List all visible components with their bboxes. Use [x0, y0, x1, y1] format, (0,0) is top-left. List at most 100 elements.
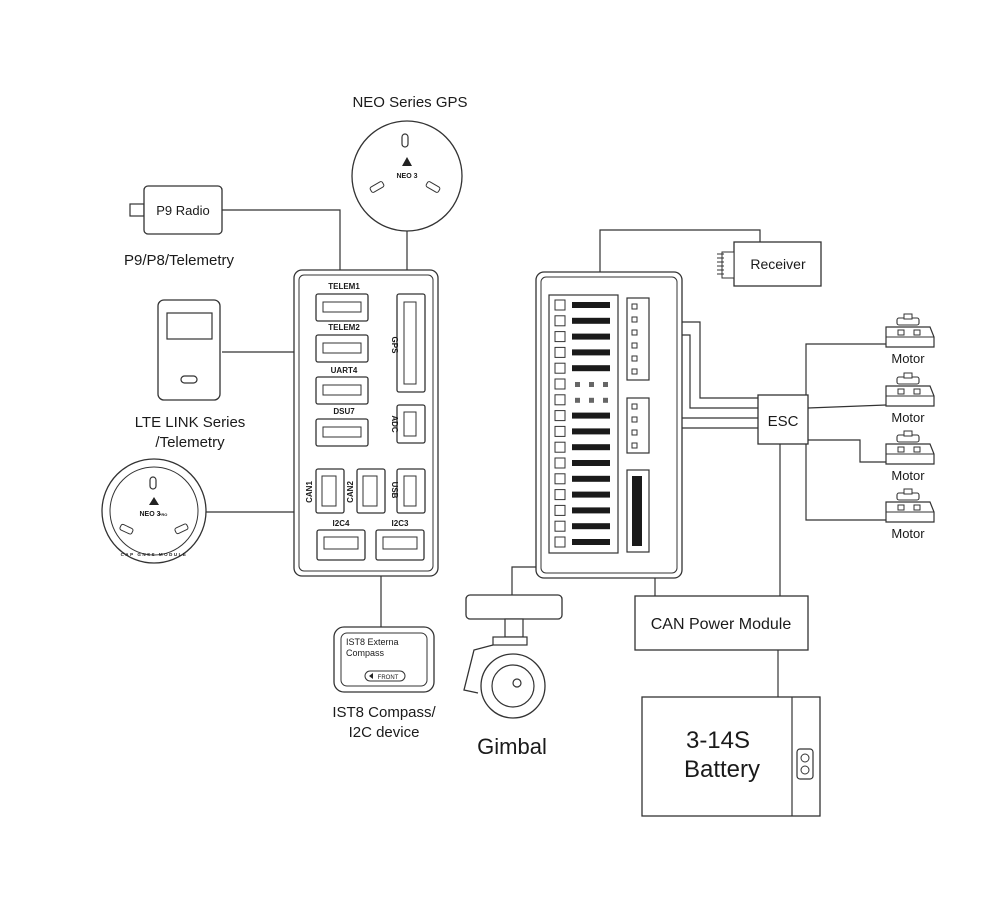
ist8-outer	[333, 626, 435, 693]
gps-button-right-icon	[425, 181, 441, 193]
neo-gps-badge: NEO 3	[396, 173, 417, 180]
pdb-row-bar	[572, 412, 610, 419]
ist8-compass: IST8 Externa Compass FRONT IST8 Compass/…	[332, 626, 437, 741]
neo-gps-label: NEO Series GPS	[352, 94, 467, 111]
ist8-front-tag	[364, 670, 406, 682]
pdb-row-pad	[554, 425, 566, 437]
pdb-connector-pin	[631, 429, 638, 436]
wire-motor-4	[805, 440, 886, 521]
pdb-row-bar	[572, 523, 610, 530]
neo-series-gps: NEO Series GPS NEO 3	[351, 94, 468, 232]
pdb-connector-mid	[626, 397, 650, 454]
battery-plug-pin-1	[800, 753, 810, 763]
can-power-module: CAN Power Module	[634, 595, 809, 651]
esc-label: ESC	[768, 413, 799, 430]
battery-line2: Battery	[684, 756, 760, 783]
gimbal-lens-outer	[491, 664, 535, 708]
neo3pro-button-right-icon	[174, 523, 189, 535]
port-telem1-pins	[322, 301, 362, 313]
receiver-box	[733, 241, 822, 287]
port-dsu7	[315, 418, 369, 447]
neo-3-pro-gps: NEO 3 PRO CAP GNSS MODULE	[101, 458, 207, 564]
port-label-i2c3: I2C3	[392, 519, 409, 528]
can-power-module-label: CAN Power Module	[651, 616, 792, 633]
receiver-pins-icon	[717, 251, 735, 279]
gimbal-shaft	[504, 618, 524, 638]
pdb-row-pad	[554, 536, 566, 548]
port-i2c3-pins	[382, 536, 418, 550]
neo3pro-button-left-icon	[119, 523, 134, 535]
pdb-row-dot	[589, 397, 594, 403]
motor-vent	[913, 388, 921, 395]
port-label-usb: USB	[390, 482, 399, 499]
port-gps-pins	[403, 301, 417, 385]
pdb-row-pad	[554, 378, 566, 390]
pdb-connector-pin	[631, 368, 638, 375]
motor-vent	[897, 388, 905, 395]
lte-caption-line1: LTE LINK Series	[135, 414, 246, 431]
wire-motor-2	[807, 404, 887, 409]
pdb-connector-top	[626, 297, 650, 381]
motor-shaft	[903, 372, 913, 379]
port-i2c4-pins	[323, 536, 359, 550]
motor-vent	[897, 504, 905, 511]
pdb-rows	[554, 299, 610, 548]
port-uart4-pins	[322, 384, 362, 396]
motor-label: Motor	[891, 410, 925, 425]
pdb-connector-pin	[631, 442, 638, 449]
motor-vent	[913, 504, 921, 511]
receiver-label: Receiver	[750, 256, 806, 272]
pdb-row-bar	[572, 349, 610, 356]
battery-line1: 3-14S	[686, 727, 750, 754]
pdb-row-pad	[554, 331, 566, 343]
pdb-row-dot	[575, 397, 580, 403]
pdb-connector-pin	[631, 329, 638, 336]
esc-box	[757, 394, 809, 445]
pdb-row-pad	[554, 362, 566, 374]
lte-link: LTE LINK Series /Telemetry	[135, 299, 246, 451]
lte-link-button-icon	[180, 375, 198, 384]
wire-receiver	[599, 229, 761, 306]
receiver: Receiver	[717, 241, 822, 287]
gimbal-arm	[463, 644, 494, 694]
p9-caption: P9/P8/Telemetry	[124, 252, 235, 269]
wire-motor-3	[808, 439, 886, 463]
fc-inner	[298, 274, 434, 572]
neo-gps-body	[351, 120, 463, 232]
pdb-row-bar	[572, 333, 610, 340]
gps-button-left-icon	[369, 181, 385, 193]
neo3pro-badge-suffix: PRO	[159, 512, 168, 517]
port-label-uart4: UART4	[331, 366, 358, 375]
port-telem2-pins	[322, 342, 362, 354]
p9-antenna-connector	[129, 203, 145, 217]
battery-plug-pin-2	[800, 765, 810, 775]
pdb-connector-pin	[631, 303, 638, 310]
port-label-gps: GPS	[390, 337, 399, 355]
wire-motor-1	[805, 343, 886, 410]
motor-label: Motor	[891, 468, 925, 483]
pdb-row-bar	[572, 491, 610, 498]
pdb-connector-pin	[631, 316, 638, 323]
pdb-row-bar	[572, 365, 610, 372]
flight-controller: TELEM1 TELEM2 UART4 DSU7 GPS ADC CAN1 CA…	[293, 269, 439, 577]
port-telem2	[315, 334, 369, 363]
port-label-can2: CAN2	[346, 481, 355, 503]
gimbal: Gimbal	[463, 594, 563, 759]
motor-4: Motor	[885, 488, 935, 541]
motor-1: Motor	[885, 313, 935, 366]
port-usb-pins	[403, 475, 417, 507]
port-label-can1: CAN1	[305, 481, 314, 503]
pdb-row-bar	[572, 317, 610, 324]
pdb-row-dot	[603, 397, 608, 403]
motor-vent	[897, 329, 905, 336]
pdb-row-pad	[554, 394, 566, 406]
port-dsu7-pins	[322, 426, 362, 438]
ist8-box-line2: Compass	[346, 648, 385, 658]
can-power-module-box	[634, 595, 809, 651]
gps-led-icon	[401, 133, 409, 148]
motor-2: Motor	[885, 372, 935, 425]
p9-radio-label: P9 Radio	[156, 203, 209, 218]
pdb-row-dot	[589, 382, 594, 387]
pdb-row-pad	[554, 299, 566, 311]
